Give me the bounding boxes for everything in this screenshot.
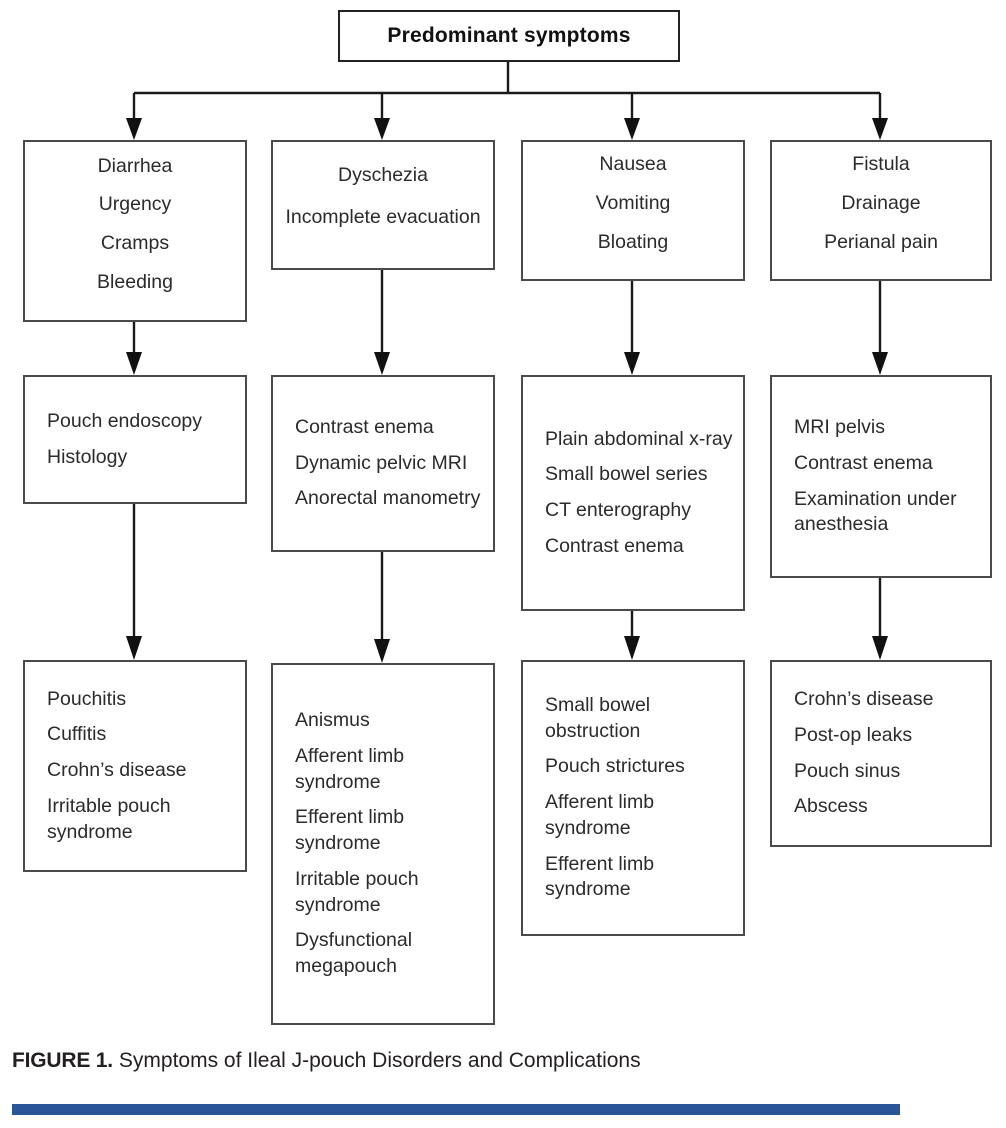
caption-divider-rule — [12, 1104, 900, 1115]
list-item: Anorectal manometry — [295, 487, 481, 510]
list-item: MRI pelvis — [794, 416, 886, 439]
list-item: Bloating — [597, 230, 669, 253]
list-item: Nausea — [599, 153, 667, 176]
caption-text: Symptoms of Ileal J-pouch Disorders and … — [118, 1049, 641, 1072]
list-item: Vomiting — [595, 192, 671, 215]
list-item: Dyschezia — [338, 164, 428, 187]
list-item: Contrast enema — [295, 415, 434, 438]
list-item: Afferent limb syndrome — [295, 744, 405, 793]
list-item: Bleeding — [97, 270, 173, 293]
arrowhead-bus-1 — [126, 118, 142, 140]
list-item: Crohn’s disease — [47, 759, 187, 782]
list-item: Contrast enema — [794, 451, 933, 474]
node-diagnoses-fistula[interactable]: Crohn’s disease Post-op leaks Pouch sinu… — [770, 660, 992, 847]
list-item: Afferent limb syndrome — [545, 791, 655, 839]
list-item: Drainage — [841, 192, 921, 215]
list-item: Post-op leaks — [794, 723, 913, 746]
list-item: CT enterography — [545, 499, 691, 521]
node-workup-fistula[interactable]: MRI pelvis Contrast enema Examination un… — [770, 375, 992, 578]
list-item: Incomplete evacuation — [285, 206, 481, 228]
workup-list-4: MRI pelvis Contrast enema Examination un… — [772, 415, 990, 538]
node-diagnoses-nausea[interactable]: Small bowel obstruction Pouch strictures… — [521, 660, 745, 936]
list-item: Efferent limb syndrome — [545, 852, 655, 901]
list-item: Examination under anesthesia — [794, 487, 957, 536]
arrowhead-c3-dx — [624, 636, 640, 660]
symptom-list-4: Fistula Drainage Perianal pain — [772, 152, 990, 268]
list-item: Fistula — [852, 153, 910, 176]
node-workup-diarrhea[interactable]: Pouch endoscopy Histology — [23, 375, 247, 504]
arrowhead-bus-2 — [374, 118, 390, 140]
symptom-list-3: Nausea Vomiting Bloating — [523, 152, 743, 268]
list-item: Contrast enema — [545, 534, 684, 557]
caption-label: FIGURE 1. — [12, 1049, 113, 1072]
list-item: Dynamic pelvic MRI — [295, 451, 468, 474]
arrowhead-c4-workup — [872, 352, 888, 375]
node-workup-nausea[interactable]: Plain abdominal x-ray Small bowel series… — [521, 375, 745, 611]
workup-list-3: Plain abdominal x-ray Small bowel series… — [523, 427, 743, 560]
node-diagnoses-dyschezia[interactable]: Anismus Afferent limb syndrome Efferent … — [271, 663, 495, 1025]
list-item: Pouchitis — [47, 687, 127, 710]
list-item: Pouch endoscopy — [47, 409, 203, 432]
arrowhead-c4-dx — [872, 636, 888, 660]
list-item: Pouch strictures — [545, 755, 685, 778]
list-item: Perianal pain — [824, 230, 938, 253]
workup-list-1: Pouch endoscopy Histology — [25, 409, 245, 470]
list-item: Anismus — [295, 709, 370, 732]
list-item: Plain abdominal x-ray — [545, 427, 733, 450]
list-item: Cramps — [100, 232, 170, 254]
arrowhead-c1-workup — [126, 352, 142, 375]
arrowhead-c2-dx — [374, 639, 390, 663]
workup-list-2: Contrast enema Dynamic pelvic MRI Anorec… — [273, 415, 493, 512]
node-symptoms-diarrhea[interactable]: Diarrhea Urgency Cramps Bleeding — [23, 140, 247, 322]
caption-line: FIGURE 1.Symptoms of Ileal J-pouch Disor… — [12, 1048, 994, 1074]
list-item: Dysfunctional megapouch — [295, 929, 413, 978]
list-item: Abscess — [794, 795, 868, 818]
diagnosis-list-2: Anismus Afferent limb syndrome Efferent … — [273, 708, 493, 980]
list-item: Diarrhea — [97, 154, 173, 177]
list-item: Efferent limb syndrome — [295, 806, 405, 855]
symptom-list-2: Dyschezia Incomplete evacuation — [273, 163, 493, 246]
node-symptoms-nausea[interactable]: Nausea Vomiting Bloating — [521, 140, 745, 281]
arrowhead-bus-4 — [872, 118, 888, 140]
diagnosis-list-1: Pouchitis Cuffitis Crohn’s disease Irrit… — [25, 687, 245, 846]
arrowhead-c3-workup — [624, 352, 640, 375]
list-item: Small bowel series — [545, 463, 708, 486]
list-item: Small bowel obstruction — [545, 693, 651, 742]
diagnosis-list-3: Small bowel obstruction Pouch strictures… — [523, 693, 743, 903]
node-diagnoses-diarrhea[interactable]: Pouchitis Cuffitis Crohn’s disease Irrit… — [23, 660, 247, 872]
node-symptoms-fistula[interactable]: Fistula Drainage Perianal pain — [770, 140, 992, 281]
symptom-list-1: Diarrhea Urgency Cramps Bleeding — [25, 154, 245, 309]
diagnosis-list-4: Crohn’s disease Post-op leaks Pouch sinu… — [772, 687, 990, 820]
arrowhead-c1-dx — [126, 636, 142, 660]
root-title: Predominant symptoms — [387, 24, 631, 47]
list-item: Crohn’s disease — [794, 688, 934, 711]
list-item: Pouch sinus — [794, 759, 901, 782]
list-item: Urgency — [98, 193, 172, 216]
list-item: Irritable pouch syndrome — [47, 794, 171, 843]
arrowhead-bus-3 — [624, 118, 640, 140]
node-predominant-symptoms[interactable]: Predominant symptoms — [338, 10, 680, 62]
list-item: Cuffitis — [47, 723, 107, 746]
list-item: Irritable pouch syndrome — [295, 867, 419, 916]
arrowhead-c2-workup — [374, 352, 390, 375]
list-item: Histology — [47, 445, 128, 468]
node-symptoms-dyschezia[interactable]: Dyschezia Incomplete evacuation — [271, 140, 495, 270]
node-workup-dyschezia[interactable]: Contrast enema Dynamic pelvic MRI Anorec… — [271, 375, 495, 552]
figure-caption: FIGURE 1.Symptoms of Ileal J-pouch Disor… — [12, 1048, 994, 1074]
